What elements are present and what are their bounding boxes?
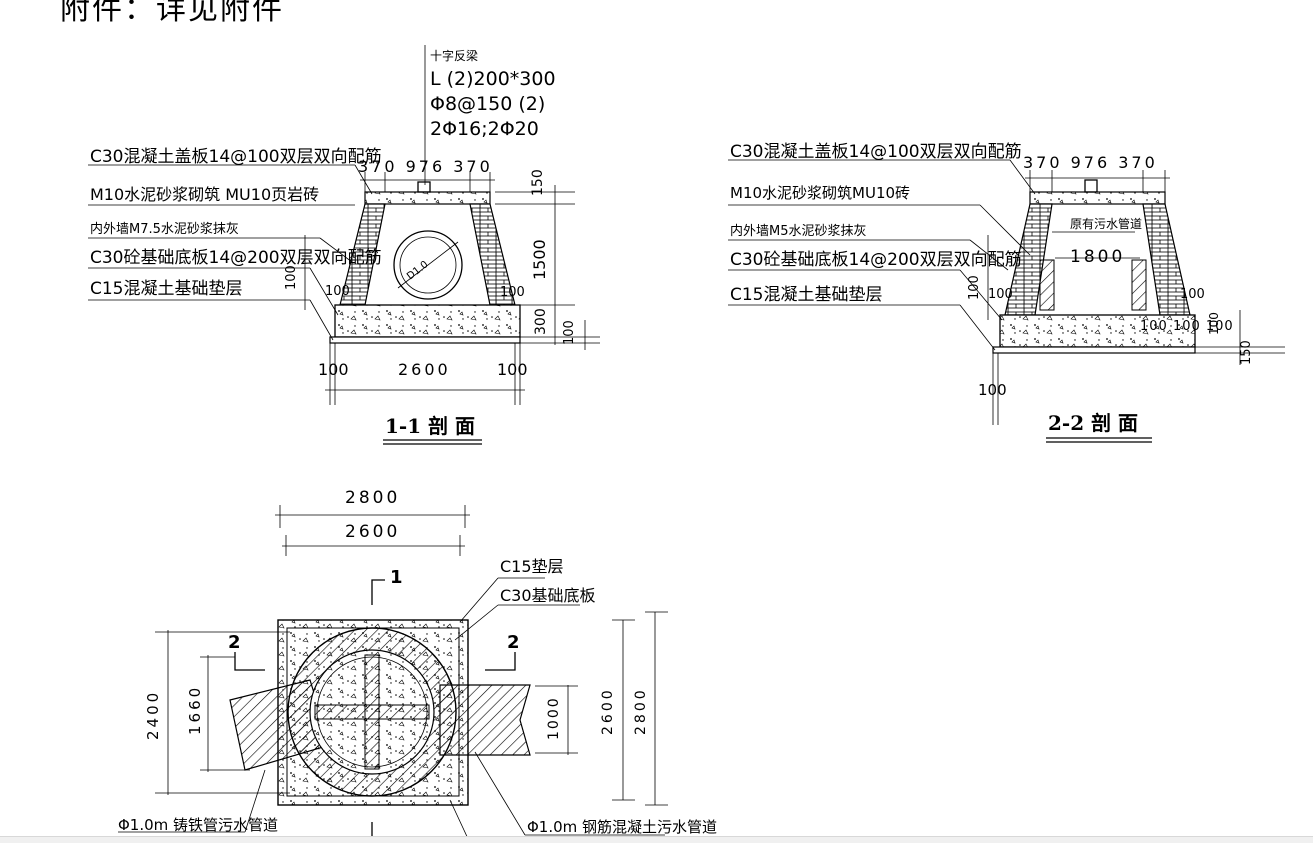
dim-2800-r: 2800 [633,687,649,735]
dim-side-2: 100 [1207,312,1221,335]
dim-1000: 1000 [546,696,562,740]
cushion-label-2: C15混凝土基础垫层 [730,285,883,305]
dim-100-r: 100 [1180,287,1205,302]
status-bar [0,836,1313,843]
dim-100-b: 100 [500,285,525,300]
beam-stub [417,181,431,193]
wall-label: M10水泥砂浆砌筑 MU10页岩砖 [90,185,319,204]
plaster-label: 内外墙M7.5水泥砂浆抹灰 [90,221,239,237]
base-slab [334,304,521,338]
dim-1800: 1800 [1070,247,1125,267]
cover-label-2: C30混凝土盖板14@100双层双向配筋 [730,142,1022,162]
dim-bottom-2: 100 [978,381,1007,399]
dim-100-v: 100 [967,275,982,300]
cushion-label: C15混凝土基础垫层 [90,279,243,299]
cushion-layer [329,336,521,344]
dim-2600-r: 2600 [600,687,616,735]
wall-label-2: M10水泥砂浆砌筑MU10砖 [730,184,910,202]
dim-right-group: 100 100 100 [1140,319,1234,334]
beam-size: L (2)200*300 [430,68,556,90]
dim-2400: 2400 [144,690,162,740]
section-1-1: 十字反梁 L (2)200*300 Φ8@150 (2) 2Φ16;2Φ20 D… [88,45,600,445]
dim-100-right: 100 [562,320,577,345]
cover-slab-2 [1029,191,1166,205]
beam-label: 十字反梁 [430,48,478,63]
header-text: 附件：详见附件 [60,0,284,27]
section-mark-2-left: 2 [228,632,241,653]
section-mark-2-right: 2 [507,632,520,653]
section-1-1-title: 1-1 剖 面 [385,414,475,438]
section-2-2: C30混凝土盖板14@100双层双向配筋 M10水泥砂浆砌筑MU10砖 内外墙M… [728,142,1285,443]
dim-2800: 2800 [345,488,400,508]
dim-bottom-left: 100 [318,360,349,379]
dim-1660: 1660 [186,685,204,735]
pipe-label: D1.0 [405,259,430,282]
base-slab-2 [999,314,1196,348]
pipe-label-2: 原有污水管道 [1070,216,1142,231]
label-c30: C30基础底板 [500,586,596,605]
section-2-2-title: 2-2 剖 面 [1048,411,1138,435]
beam-bars: 2Φ16;2Φ20 [430,118,539,140]
dim-bottom-mid: 2600 [398,360,451,379]
dim-150-2: 150 [1239,340,1254,365]
dim-100-a: 100 [325,284,350,299]
pipe-left-label: Φ1.0m 铸铁管污水管道 [118,816,278,834]
dim-top: 370 976 370 [358,157,493,176]
pipe-right-label: Φ1.0m 钢筋混凝土污水管道 [527,818,717,836]
dim-bottom-right: 100 [497,360,528,379]
cross-beam-h [314,704,430,720]
base-label-2: C30砼基础底板14@200双层双向配筋 [730,250,1022,270]
dim-300: 300 [533,308,549,335]
cover-label: C30混凝土盖板14@100双层双向配筋 [90,147,382,167]
label-c15: C15垫层 [500,557,564,576]
base-label: C30砼基础底板14@200双层双向配筋 [90,248,382,268]
dim-100-l: 100 [988,287,1013,302]
dim-2600: 2600 [345,522,400,542]
pipe-circle [393,230,463,300]
beam-stirrup: Φ8@150 (2) [430,93,545,115]
dim-top-2: 370 976 370 [1023,153,1158,172]
dim-150: 150 [530,169,546,196]
plan-view: 2800 2600 1 2 2 C15垫层 C30基础底板 [118,488,717,843]
plaster-label-2: 内外墙M5水泥砂浆抹灰 [730,223,867,239]
dim-1500: 1500 [530,239,549,280]
dim-100-left: 100 [284,265,299,290]
section-mark-1: 1 [390,567,403,588]
cushion-layer-2 [992,346,1196,354]
cover-slab [364,191,491,205]
